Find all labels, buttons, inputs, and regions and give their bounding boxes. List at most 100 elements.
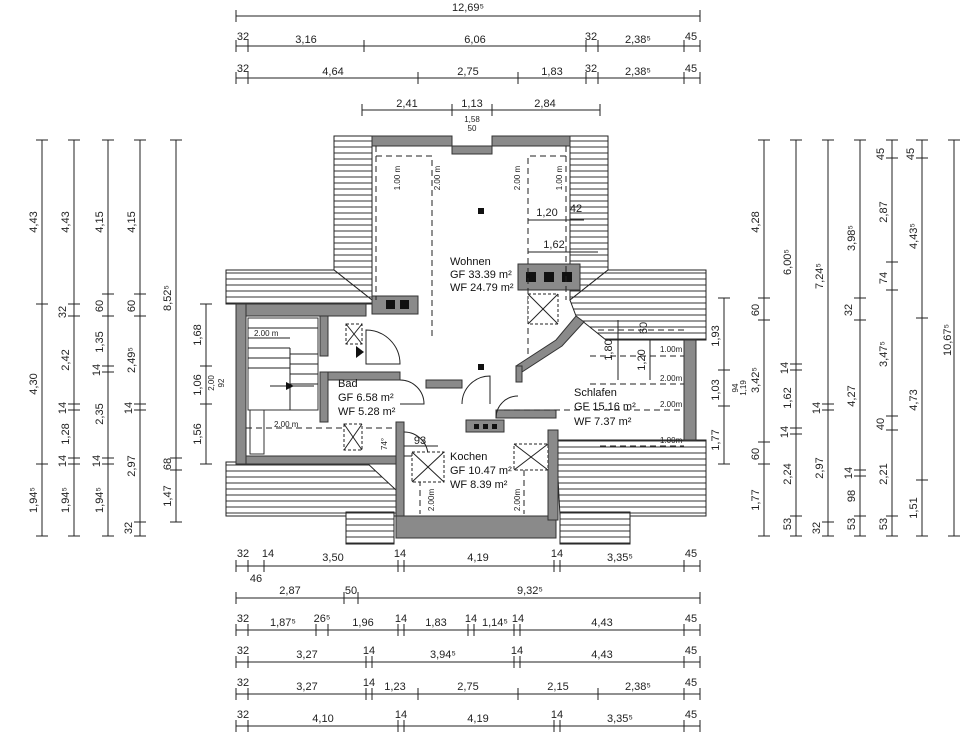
bottom-row1-sub: 46 bbox=[250, 573, 262, 585]
room-gf-schlafen: GF 15.16 m² bbox=[574, 401, 636, 413]
bottom-row6-dim: 4,10 bbox=[312, 713, 333, 725]
right-col2-dim: 1,77 bbox=[710, 429, 722, 450]
left-col2-dim: 32 bbox=[57, 306, 69, 318]
left-dimensions: 4,43 4,30 1,94⁵ 4,43 32 2,42 14 1,28 14 … bbox=[28, 139, 226, 537]
room-gf-wohnen: GF 33.39 m² bbox=[450, 269, 512, 281]
bottom-row4-dim: 4,43 bbox=[591, 649, 612, 661]
inner-dim: 1,62 bbox=[543, 239, 564, 251]
right-col5-dim: 32 bbox=[811, 522, 823, 534]
right-col2-sub: 94 bbox=[731, 383, 740, 392]
bottom-row6-dim: 45 bbox=[685, 709, 697, 721]
bottom-row2-dim: 9,32⁵ bbox=[517, 585, 543, 597]
top-row2-dim: 32 bbox=[237, 63, 249, 75]
height-label: 2.00m bbox=[660, 374, 683, 383]
right-col8-dim: 45 bbox=[905, 148, 917, 160]
height-label: 1.00m bbox=[660, 436, 683, 445]
bottom-row6-dim: 3,35⁵ bbox=[607, 713, 633, 725]
bottom-row6-dim: 14 bbox=[551, 709, 563, 721]
right-col4-dim: 53 bbox=[782, 518, 794, 530]
top-row3-sub: 1,58 bbox=[464, 115, 480, 124]
right-col2-dim: 1,93 bbox=[710, 325, 722, 346]
bottom-row5-dim: 3,27 bbox=[296, 681, 317, 693]
right-col2-sub: 1,19 bbox=[739, 380, 748, 396]
room-wf-wohnen: WF 24.79 m² bbox=[450, 282, 514, 294]
right-col5-dim: 7,24⁵ bbox=[814, 263, 826, 289]
bottom-row1-dim: 4,19 bbox=[467, 552, 488, 564]
bottom-row3-dim: 45 bbox=[685, 613, 697, 625]
right-col5-dim: 2,97 bbox=[814, 457, 826, 478]
bottom-row3-dim: 4,43 bbox=[591, 617, 612, 629]
right-col1-dim: 4,28 bbox=[750, 211, 762, 232]
right-col7-dim: 40 bbox=[875, 418, 887, 430]
bottom-row3-dim: 14 bbox=[395, 613, 407, 625]
height-label: 2.00 m bbox=[433, 165, 442, 190]
left-col3-dim: 60 bbox=[94, 300, 106, 312]
bottom-row4-dim: 14 bbox=[363, 645, 375, 657]
room-gf-bad: GF 6.58 m² bbox=[338, 392, 394, 404]
right-col8-dim: 1,51 bbox=[908, 497, 920, 518]
right-col7-dim: 3,47⁵ bbox=[878, 341, 890, 367]
room-name-schlafen: Schlafen bbox=[574, 387, 617, 399]
bottom-row4-dim: 14 bbox=[511, 645, 523, 657]
bottom-row1-dim: 32 bbox=[237, 548, 249, 560]
height-label: 2.00m bbox=[513, 489, 522, 512]
left-col2-dim: 2,42 bbox=[60, 349, 72, 370]
room-labels: Wohnen GF 33.39 m² WF 24.79 m² Bad GF 6.… bbox=[338, 256, 636, 491]
bottom-row6-dim: 4,19 bbox=[467, 713, 488, 725]
room-name-kochen: Kochen bbox=[450, 451, 487, 463]
left-col4-dim: 60 bbox=[126, 300, 138, 312]
bottom-row5-dim: 2,38⁵ bbox=[625, 681, 651, 693]
left-col6-dim: 1,56 bbox=[192, 423, 204, 444]
right-col8-dim: 4,73 bbox=[908, 389, 920, 410]
height-label: 1.00m bbox=[660, 345, 683, 354]
bottom-dimensions: 32 14 3,50 14 4,19 14 3,35⁵ 45 46 2,87 5… bbox=[235, 548, 701, 732]
skylights bbox=[343, 293, 559, 483]
roof-areas bbox=[225, 135, 707, 545]
right-col9-dim: 10,67⁵ bbox=[942, 324, 954, 356]
bottom-row4-dim: 3,94⁵ bbox=[430, 649, 456, 661]
height-label: 2.00 m bbox=[254, 329, 279, 338]
bottom-row2-dim: 2,87 bbox=[279, 585, 300, 597]
left-col3-dim: 14 bbox=[91, 364, 103, 376]
left-col2-dim: 14 bbox=[57, 402, 69, 414]
top-row1-dim: 32 bbox=[237, 31, 249, 43]
right-col7-dim: 2,21 bbox=[878, 463, 890, 484]
bottom-row2-dim: 50 bbox=[345, 585, 357, 597]
inner-dim: 42 bbox=[570, 203, 582, 215]
top-row2-dim: 1,83 bbox=[541, 66, 562, 78]
bottom-row1-dim: 14 bbox=[262, 548, 274, 560]
right-col6-dim: 14 bbox=[843, 467, 855, 479]
room-name-bad: Bad bbox=[338, 378, 358, 390]
left-col3-dim: 2,35 bbox=[94, 403, 106, 424]
left-col3-dim: 1,94⁵ bbox=[94, 487, 106, 513]
bottom-row5-dim: 14 bbox=[363, 677, 375, 689]
room-wf-bad: WF 5.28 m² bbox=[338, 406, 396, 418]
right-col7-dim: 74 bbox=[878, 272, 890, 284]
left-col1-dim: 4,30 bbox=[28, 373, 40, 394]
right-col6-dim: 4,27 bbox=[846, 385, 858, 406]
height-label: 2.00m bbox=[660, 400, 683, 409]
right-col4-dim: 14 bbox=[779, 362, 791, 374]
right-col7-dim: 45 bbox=[875, 148, 887, 160]
right-col3-dim: 3,42⁵ bbox=[750, 367, 762, 393]
top-total-dim: 12,69⁵ bbox=[452, 2, 484, 14]
top-row2-dim: 2,38⁵ bbox=[625, 66, 651, 78]
right-col1-dim: 60 bbox=[750, 304, 762, 316]
right-col4-dim: 14 bbox=[779, 426, 791, 438]
left-col5-dim: 8,52⁵ bbox=[162, 285, 174, 311]
top-row3-dim: 1,13 bbox=[461, 98, 482, 110]
left-col6-dim: 1,68 bbox=[192, 324, 204, 345]
inner-dim: 1,20 bbox=[536, 207, 557, 219]
left-col1-dim: 4,43 bbox=[28, 211, 40, 232]
left-col5-dim: 1,47 bbox=[162, 485, 174, 506]
bottom-row5-dim: 2,15 bbox=[547, 681, 568, 693]
top-row2-dim: 32 bbox=[585, 63, 597, 75]
bottom-row3-dim: 14 bbox=[512, 613, 524, 625]
height-label: 2.00 m bbox=[513, 165, 522, 190]
left-col3-dim: 14 bbox=[91, 455, 103, 467]
chimney-flues bbox=[386, 272, 572, 429]
left-col3-dim: 1,35 bbox=[94, 331, 106, 352]
inner-dim: 93 bbox=[414, 435, 426, 447]
top-row3-dim: 2,41 bbox=[396, 98, 417, 110]
bottom-row5-dim: 2,75 bbox=[457, 681, 478, 693]
